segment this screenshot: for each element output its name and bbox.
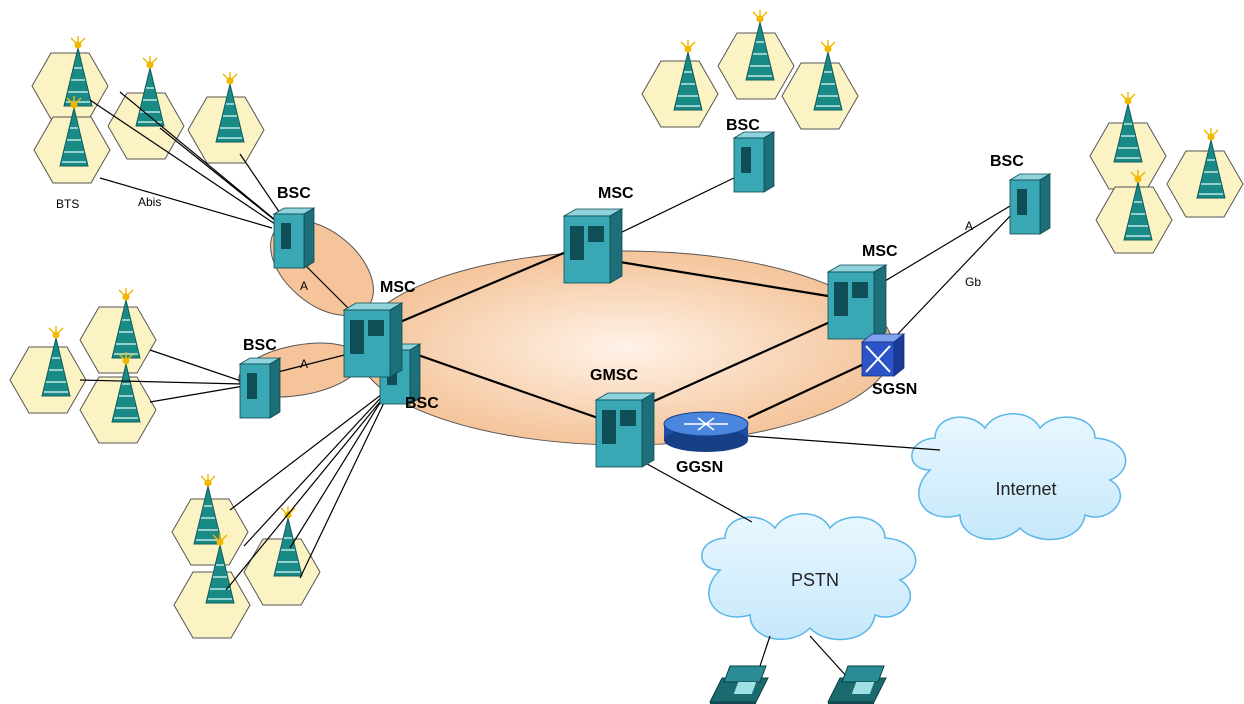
bts-cluster-right <box>1089 91 1244 254</box>
server-icon <box>563 208 623 284</box>
bsc-node-right <box>1009 173 1051 235</box>
gmsc-label: GMSC <box>590 367 638 384</box>
server-icon <box>239 357 281 419</box>
internet-label: Internet <box>995 479 1056 499</box>
bts-label: BTS <box>56 197 79 211</box>
gmsc-node <box>595 392 655 468</box>
telephone-icon <box>827 665 887 704</box>
server-icon <box>1009 173 1051 235</box>
server-icon <box>343 302 403 378</box>
server-icon <box>827 264 887 340</box>
msc-node-top <box>563 208 623 284</box>
bsc-label: BSC <box>277 185 311 202</box>
bsc-node-top-center <box>733 131 775 193</box>
bsc-label: BSC <box>405 395 439 412</box>
msc-label: MSC <box>862 243 898 260</box>
node-labels: BSC BSC BSC BSC BSC MSC MSC MSC GMSC SGS… <box>56 117 1024 476</box>
a-interface-label: A <box>300 357 308 371</box>
bts-cluster-top-left <box>31 35 265 184</box>
ggsn-router-icon <box>663 411 749 452</box>
bts-cluster-bottom-left <box>171 473 321 639</box>
msc-node-right <box>827 264 887 340</box>
sgsn-label: SGSN <box>872 381 917 398</box>
ggsn-label: GGSN <box>676 459 723 476</box>
msc-label: MSC <box>598 185 634 202</box>
abis-interface-label: Abis <box>138 195 161 209</box>
antenna-tower-icon <box>135 55 165 127</box>
telephone-icon <box>709 665 769 704</box>
msc-node-left <box>343 302 403 378</box>
bts-cluster-top-center <box>641 9 859 130</box>
server-icon <box>733 131 775 193</box>
bsc-label: BSC <box>243 337 277 354</box>
a-interface-label: A <box>965 219 973 233</box>
server-icon <box>595 392 655 468</box>
bsc-label: BSC <box>726 117 760 134</box>
bts-cluster-left-middle <box>9 287 157 444</box>
pstn-label: PSTN <box>791 570 839 590</box>
bsc-node-left-middle <box>239 357 281 419</box>
internet-cloud-icon: Internet <box>911 413 1127 541</box>
pstn-cloud-icon: PSTN <box>701 513 917 641</box>
core-trunk-links <box>397 250 865 420</box>
bsc-node-top-left <box>273 207 315 269</box>
gb-interface-label: Gb <box>965 275 981 289</box>
msc-label: MSC <box>380 279 416 296</box>
sgsn-switch-icon <box>860 333 906 377</box>
bsc-label: BSC <box>990 153 1024 170</box>
server-icon <box>273 207 315 269</box>
a-interface-label: A <box>300 279 308 293</box>
